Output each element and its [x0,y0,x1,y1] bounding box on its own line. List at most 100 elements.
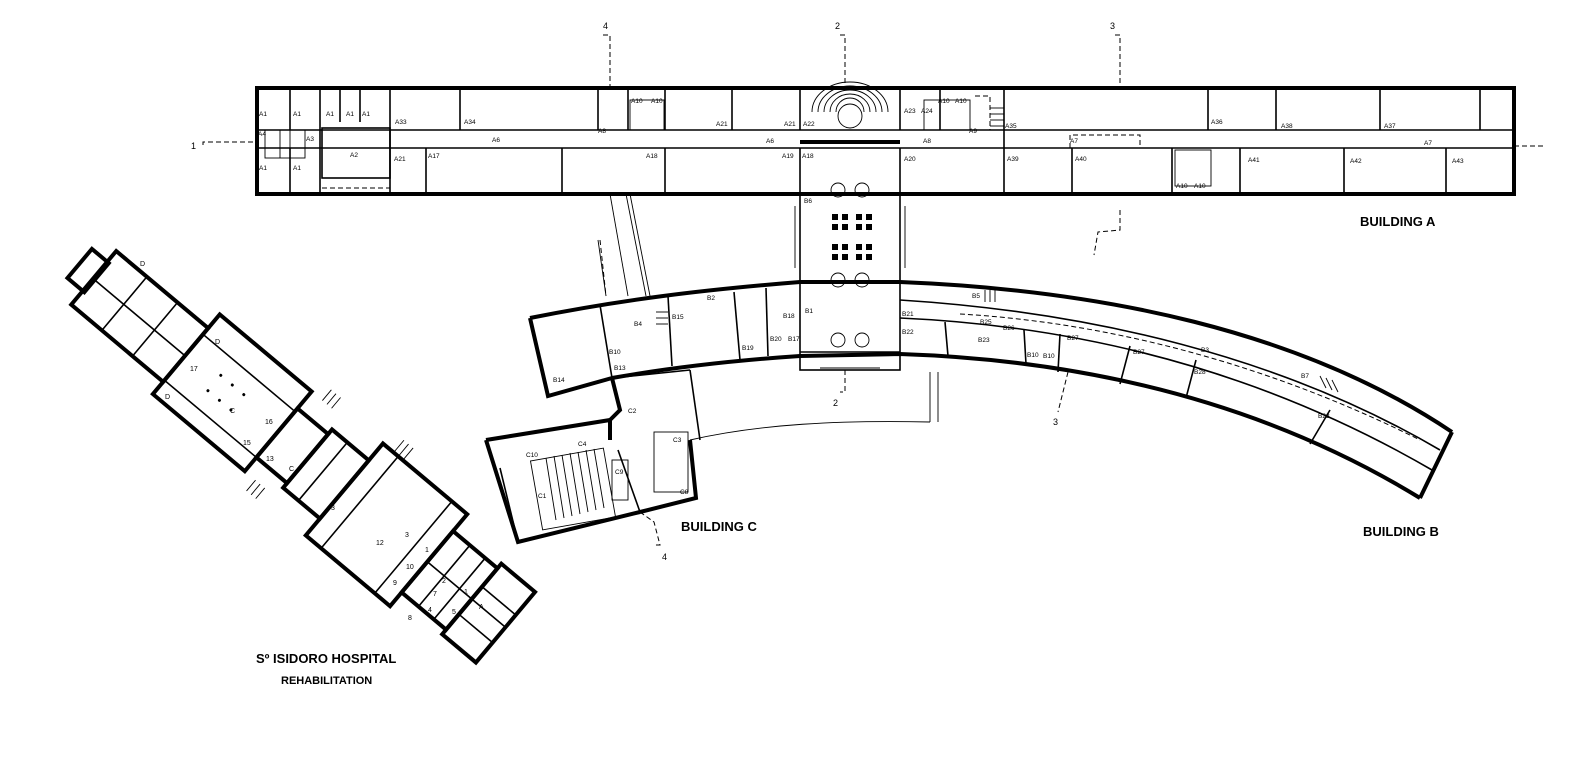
room-label: A4 [258,131,266,138]
building-b-plan [528,280,1454,500]
room-label: B15 [672,314,684,321]
room-label: 5 [452,609,456,616]
room-label: B22 [902,329,914,336]
room-label: A1 [259,111,267,118]
room-label: A40 [1075,156,1087,163]
room-label: B27 [1133,349,1145,356]
room-label: A7 [1424,140,1432,147]
room-label: A17 [428,153,440,160]
hospital-plan [64,246,538,666]
room-label: C2 [628,408,637,415]
room-label: A1 [293,111,301,118]
room-label: B2 [707,295,715,302]
room-label: C1 [538,493,547,500]
room-label: D [165,394,170,401]
room-label: 8 [408,615,412,622]
hospital-title: Sº ISIDORO HOSPITAL [256,651,396,666]
auditorium-c1-seating [529,447,617,531]
room-label: 3 [331,505,335,512]
room-label: 10 [406,564,414,571]
room-label: A38 [1281,123,1293,130]
room-label: A1 [362,111,370,118]
room-label: B18 [783,313,795,320]
room-label: A [479,604,484,611]
section-marker: 2 [835,21,840,31]
section-marker: 2 [833,398,838,408]
room-label: B28 [1318,413,1330,420]
room-label: B26 [1003,325,1015,332]
section-marker: 3 [1053,417,1058,427]
room-label: C8 [680,489,689,496]
room-label: A36 [1211,119,1223,126]
room-label: A34 [464,119,476,126]
section-lines [202,34,1545,546]
room-label: 12 [376,540,384,547]
building-b-title: BUILDING B [1363,524,1439,539]
room-label: 16 [265,419,273,426]
auditorium-a22-seating [811,81,889,129]
room-label: A19 [782,153,794,160]
section-marker: 3 [1110,21,1115,31]
room-label: A9 [969,128,977,135]
building-b-inner-wall [611,351,1422,500]
room-label: A10 [1176,183,1188,190]
room-label: A1 [326,111,334,118]
room-label: A43 [1452,158,1464,165]
room-label: B10 [1043,353,1055,360]
room-label: B23 [978,337,990,344]
room-label: B5 [972,293,980,300]
room-label: B27 [1067,335,1079,342]
room-label: A1 [259,165,267,172]
room-label: B19 [742,345,754,352]
room-label: 17 [190,366,198,373]
room-label: B7 [1301,373,1309,380]
room-label: A7 [1070,138,1078,145]
connecting-hall-b6 [794,182,906,371]
room-label: C10 [526,452,538,459]
room-label: A20 [904,156,916,163]
room-label: 9 [393,580,397,587]
covered-walkway [597,193,651,297]
room-label: A10 [651,98,663,105]
room-label: A10 [938,98,950,105]
room-label: B6 [804,198,812,205]
room-label: 4 [428,607,432,614]
room-label: A18 [802,153,814,160]
room-label: A42 [1350,158,1362,165]
room-label: C9 [615,469,624,476]
building-b-outer-wall [529,280,1454,434]
room-label: A39 [1007,156,1019,163]
room-label: D [140,261,145,268]
section-marker: 1 [191,141,196,151]
room-label: A35 [1005,123,1017,130]
room-label: B4 [634,321,642,328]
room-label: B17 [788,336,800,343]
room-label: A24 [921,108,933,115]
room-label: B20 [770,336,782,343]
section-marker: 4 [662,552,667,562]
room-label: A10 [955,98,967,105]
room-label: B13 [614,365,626,372]
building-a-title: BUILDING A [1360,214,1436,229]
room-label: B25 [980,319,992,326]
room-label: B3 [1201,347,1209,354]
room-label: 15 [243,440,251,447]
building-c-plan [484,369,701,545]
room-label: A6 [766,138,774,145]
room-label: A3 [306,136,314,143]
room-label: A1 [346,111,354,118]
room-label: A1 [293,165,301,172]
room-label: B10 [1027,352,1039,359]
room-label: C3 [673,437,682,444]
room-label: B10 [609,349,621,356]
room-label: A6 [492,137,500,144]
room-label: C4 [578,441,587,448]
room-label: A8 [598,128,606,135]
room-label: 2 [442,578,446,585]
room-label: A21 [394,156,406,163]
hospital-subtitle: REHABILITATION [281,675,372,687]
room-label: B1 [805,308,813,315]
room-label: A18 [646,153,658,160]
room-label: A33 [395,119,407,126]
room-label: B21 [902,311,914,318]
